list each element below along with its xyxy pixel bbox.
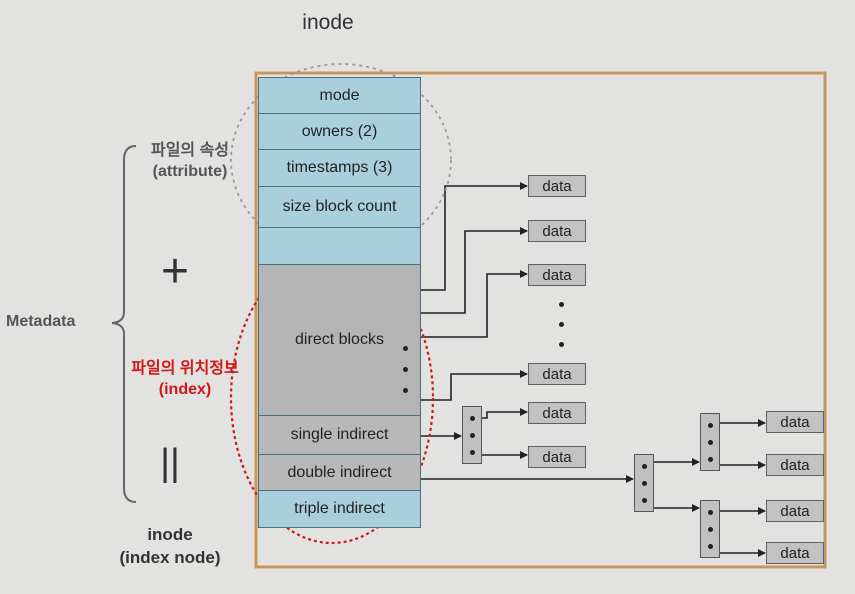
data-dot: [559, 322, 564, 327]
direct-pointer-1: [408, 182, 528, 291]
direct-dot: [403, 346, 408, 351]
metadata-brace: [111, 145, 137, 503]
field-owners: owners (2): [258, 113, 421, 150]
data-block: data: [528, 175, 586, 197]
field-single-indirect: single indirect: [258, 415, 421, 455]
outer-frame: [254, 71, 827, 569]
index-label: 파일의 위치정보 (index): [100, 358, 270, 400]
double-indirect-block: [634, 454, 654, 512]
field-timestamps: timestamps (3): [258, 149, 421, 187]
index-en-label: (index): [158, 381, 212, 398]
direct-pointer-2: [408, 227, 528, 314]
field-double-indirect: double indirect: [258, 454, 421, 491]
single-indirect-block: [462, 406, 482, 464]
inode-caption: inode (index node): [100, 523, 240, 569]
field-empty: [258, 227, 421, 265]
plus-sign: +: [160, 245, 190, 298]
data-block: data: [528, 446, 586, 468]
data-block: data: [766, 500, 824, 522]
field-mode: mode: [258, 77, 421, 114]
data-block: data: [766, 454, 824, 476]
metadata-label: Metadata: [6, 313, 76, 330]
data-block: data: [766, 411, 824, 433]
direct-dot: [403, 388, 408, 393]
field-size-block-count: size block count: [258, 186, 421, 228]
index-ko-label: 파일의 위치정보: [131, 360, 239, 377]
direct-pointer-3: [408, 270, 528, 338]
data-dot: [559, 302, 564, 307]
data-dot: [559, 342, 564, 347]
data-block: data: [528, 363, 586, 385]
data-block: data: [766, 542, 824, 564]
equals-sign: ||: [160, 442, 180, 484]
field-direct-blocks: direct blocks: [258, 264, 421, 416]
data-block: data: [528, 402, 586, 424]
attribute-ko-label: 파일의 속성: [150, 142, 230, 159]
direct-dot: [403, 367, 408, 372]
inode-word: inode: [147, 525, 193, 544]
data-block: data: [528, 220, 586, 242]
double-indirect-sub-block-2: [700, 500, 720, 558]
data-block: data: [528, 264, 586, 286]
double-indirect-sub-block-1: [700, 413, 720, 471]
inode-full-name: (index node): [119, 548, 221, 567]
attribute-label: 파일의 속성 (attribute): [120, 140, 260, 182]
direct-pointer-4: [408, 370, 528, 401]
diagram-title: inode: [302, 11, 354, 34]
attribute-en-label: (attribute): [152, 163, 228, 180]
direct-pointers: [406, 182, 766, 557]
field-triple-indirect: triple indirect: [258, 490, 421, 528]
